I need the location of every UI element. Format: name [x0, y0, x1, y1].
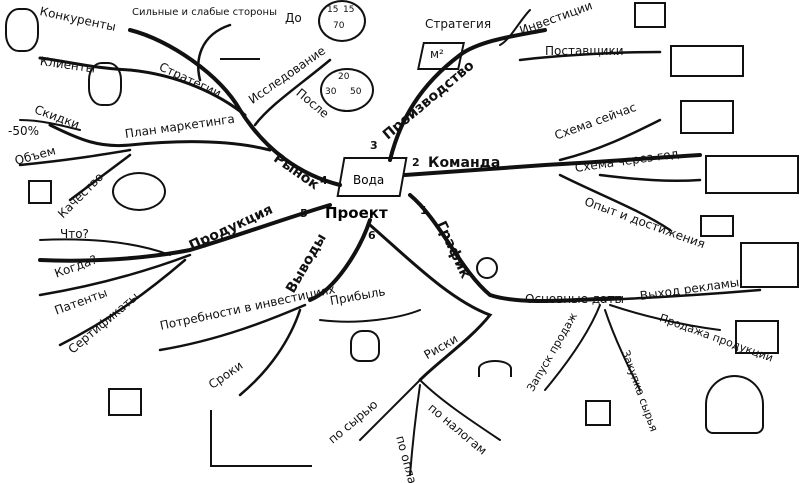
pie-after-a: 20 [338, 72, 350, 82]
pie-before-a: 15 [327, 5, 339, 15]
sched-main-dates: Основные даты [525, 292, 624, 306]
truck-icon [670, 45, 744, 77]
heart-icon [112, 172, 166, 211]
prod-what: Что? [60, 227, 89, 241]
pie-before-c: 70 [333, 21, 345, 31]
prod-suppliers: Поставщики [545, 44, 624, 58]
org-chart-icon [680, 100, 734, 134]
money-bag-icon [350, 330, 380, 362]
boxes-icon [735, 320, 779, 354]
branch-conclusions-num: 6 [368, 229, 376, 242]
org-chart-icon [705, 155, 799, 194]
pie-chart-icon [318, 0, 366, 42]
certificate-icon [108, 388, 142, 416]
prod-m2: м² [430, 47, 444, 61]
kangaroo-icon [88, 62, 122, 106]
graduation-cap-icon [700, 215, 734, 237]
faucet-icon [585, 400, 611, 426]
prod-strategy: Стратегия [425, 17, 492, 31]
tv-icon [740, 242, 799, 288]
branch-schedule-num: 1 [420, 204, 428, 217]
branch-products-num: 5 [300, 207, 308, 220]
market-minus50: -50% [8, 124, 40, 138]
branch-market-num: 4 [320, 174, 328, 187]
water-logo-label: Вода [353, 173, 385, 187]
pie-after-b: 30 [325, 87, 337, 97]
branch-team-label: Команда [428, 155, 501, 171]
schedule-branch [408, 193, 622, 303]
pie-before-b: 15 [343, 5, 355, 15]
branch-team-num: 2 [412, 156, 420, 169]
rabbit-icon [5, 8, 39, 52]
project-title: Проект [325, 204, 388, 222]
conclusions-branch [308, 218, 372, 302]
market-strengths: Сильные и слабые стороны [132, 7, 277, 18]
pie-chart-icon [320, 68, 374, 112]
graph-icon [210, 410, 312, 467]
checkbox-icon [28, 180, 52, 204]
team-branch [403, 153, 702, 177]
market-before: До [285, 11, 302, 25]
production-branch [388, 28, 547, 162]
products-branch [38, 203, 332, 263]
fountain-icon [705, 375, 764, 434]
pie-after-c: 50 [350, 87, 362, 97]
branch-production-num: 3 [370, 139, 378, 152]
umbrella-icon [478, 360, 512, 377]
clock-icon [476, 257, 498, 279]
dollar-box-icon [634, 2, 666, 28]
scales-icon [220, 40, 260, 60]
